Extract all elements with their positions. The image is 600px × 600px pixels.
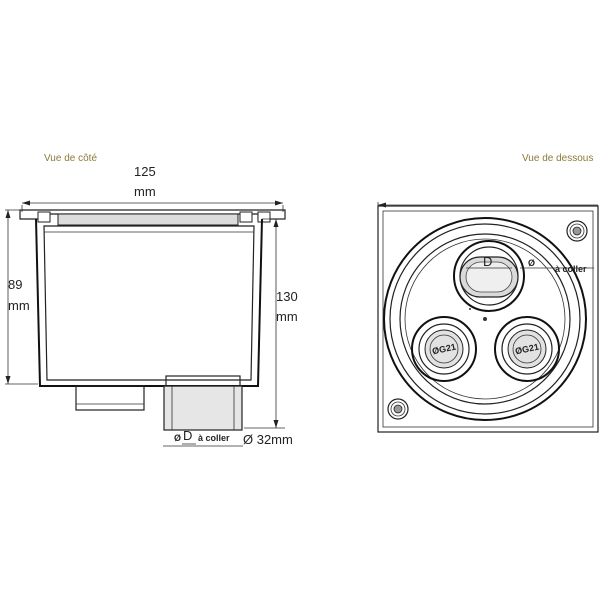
center-mark: [483, 317, 487, 321]
center-note: à coller: [555, 264, 587, 274]
pipe-diameter: Ø 32mm: [243, 432, 293, 447]
box-body: [35, 218, 263, 387]
total-height-value: 130: [276, 289, 298, 304]
port-left-label: ØG21: [431, 342, 457, 357]
pipe-letter: D: [183, 428, 192, 443]
side-view: Vue de côté 125 mm: [5, 153, 298, 447]
bottom-view: Vue de dessous: [377, 153, 599, 433]
height-value: 89: [8, 277, 22, 292]
bottom-view-caption: Vue de dessous: [522, 153, 593, 164]
width-dimension: 125 mm: [21, 164, 284, 212]
central-outlet: D Ø à coller: [453, 240, 594, 312]
corner-boss-bottom-left: [387, 398, 409, 420]
bottom-pipe: Ø D à coller Ø 32mm: [163, 375, 293, 447]
total-height-unit: mm: [276, 309, 298, 324]
center-symbol: Ø: [528, 258, 535, 268]
height-dimension: 89 mm: [5, 209, 38, 385]
side-outlet: [75, 385, 145, 411]
side-view-caption: Vue de côté: [44, 153, 97, 164]
port-right: ØG21: [494, 316, 560, 382]
center-letter: D: [483, 254, 492, 269]
port-right-label: ØG21: [514, 342, 540, 357]
pipe-symbol: Ø: [174, 433, 181, 443]
width-value: 125: [134, 164, 156, 179]
port-left: ØG21: [411, 316, 477, 382]
corner-boss-top-right: [566, 220, 588, 242]
total-height-dimension: 130 mm: [244, 218, 298, 429]
height-unit: mm: [8, 298, 30, 313]
pipe-note: à coller: [198, 433, 230, 443]
body-rings: [383, 217, 587, 421]
box-rim: [19, 209, 286, 226]
width-unit: mm: [134, 184, 156, 199]
